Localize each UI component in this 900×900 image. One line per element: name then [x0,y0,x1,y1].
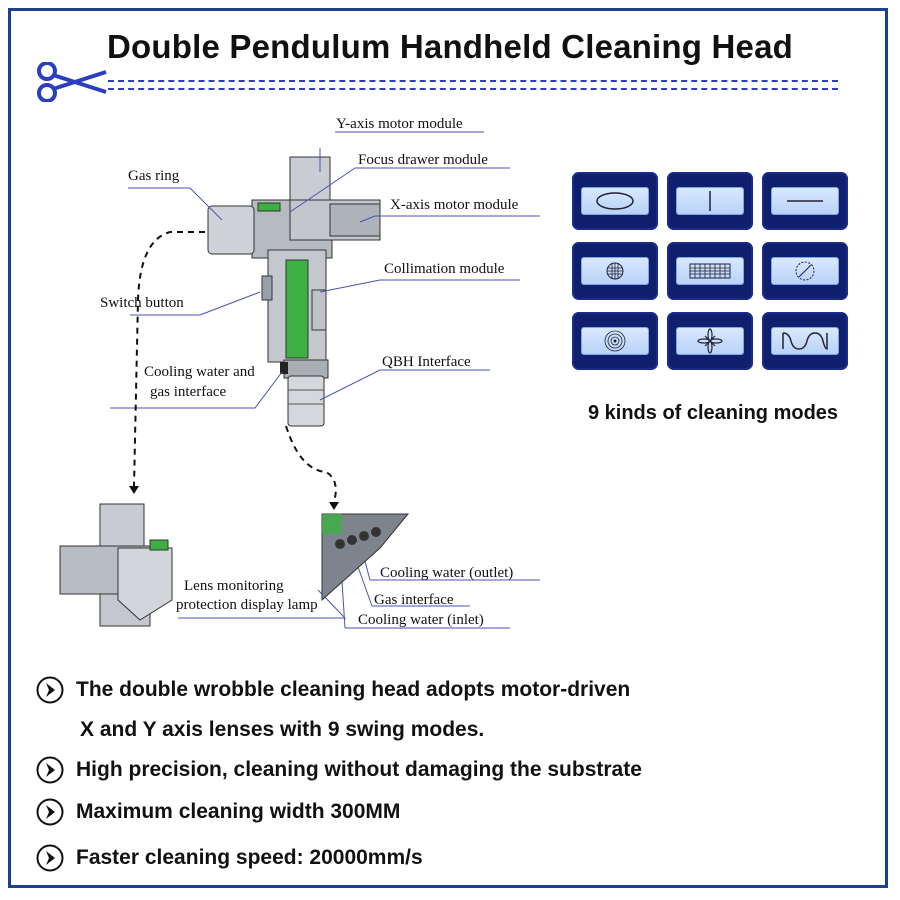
label-lens-line2: protection display lamp [176,597,318,613]
label-lens-line1: Lens monitoring [184,578,284,594]
label-cooling-gas-line1: Cooling water and [144,364,255,380]
feature-text: Maximum cleaning width 300MM [76,800,401,823]
feature-item: Faster cleaning speed: 20000mm/s [36,844,423,872]
label-collimation: Collimation module [384,261,505,277]
cleaning-head-drawing [207,156,381,427]
label-cooling-outlet: Cooling water (outlet) [380,565,514,581]
rectangular-grid-pattern-icon [689,263,731,279]
feature-text-continued: X and Y axis lenses with 9 swing modes. [80,718,485,741]
modes-caption: 9 kinds of cleaning modes [587,402,839,424]
mode-rect-grid-tile [667,242,753,300]
mode-circle-slash-tile [762,242,848,300]
label-y-axis-motor: Y-axis motor module [336,116,463,132]
lens-lamp-detail-drawing [59,503,173,627]
label-cooling-inlet: Cooling water (inlet) [358,612,484,628]
circle-grid-pattern-icon [606,262,624,280]
horizontal-line-pattern-icon [787,200,823,202]
feature-item: High precision, cleaning without damagin… [36,756,642,784]
mode-horizontal-line-tile [762,172,848,230]
label-switch-button: Switch button [100,295,184,311]
mode-circle-grid-tile [572,242,658,300]
chevron-right-circle-icon [36,844,64,872]
feature-item: The double wrobble cleaning head adopts … [36,676,630,704]
mode-sine-tile [762,312,848,370]
mode-ellipse-tile [572,172,658,230]
ellipse-pattern-icon [596,192,634,210]
label-qbh: QBH Interface [382,354,471,370]
label-x-axis-motor: X-axis motor module [390,197,519,213]
label-gas-ring: Gas ring [128,168,180,184]
mode-vertical-line-tile [667,172,753,230]
label-cooling-gas-line2: gas interface [150,384,227,400]
chevron-right-circle-icon [36,798,64,826]
dashed-cut-line [108,80,838,90]
star-pattern-icon [697,328,723,354]
circle-slash-pattern-icon [795,261,815,281]
mode-concentric-tile [572,312,658,370]
scissors-icon [37,62,107,102]
feature-text: High precision, cleaning without damagin… [76,758,642,781]
feature-text: Faster cleaning speed: 20000mm/s [76,846,423,869]
vertical-line-pattern-icon [709,191,711,211]
interface-detail-drawing [321,513,410,602]
feature-text: The double wrobble cleaning head adopts … [76,678,631,701]
chevron-right-circle-icon [36,756,64,784]
label-focus-drawer: Focus drawer module [358,152,488,168]
chevron-right-circle-icon [36,676,64,704]
label-gas-interface: Gas interface [374,592,454,608]
concentric-circle-pattern-icon [604,330,626,352]
cleaning-modes-grid [572,172,848,372]
feature-item: Maximum cleaning width 300MM [36,798,400,826]
page-title: Double Pendulum Handheld Cleaning Head [107,28,793,65]
sine-wave-pattern-icon [782,332,828,350]
callout-dashed-arrows [133,231,337,503]
page-frame [8,8,888,888]
mode-star-tile [667,312,753,370]
